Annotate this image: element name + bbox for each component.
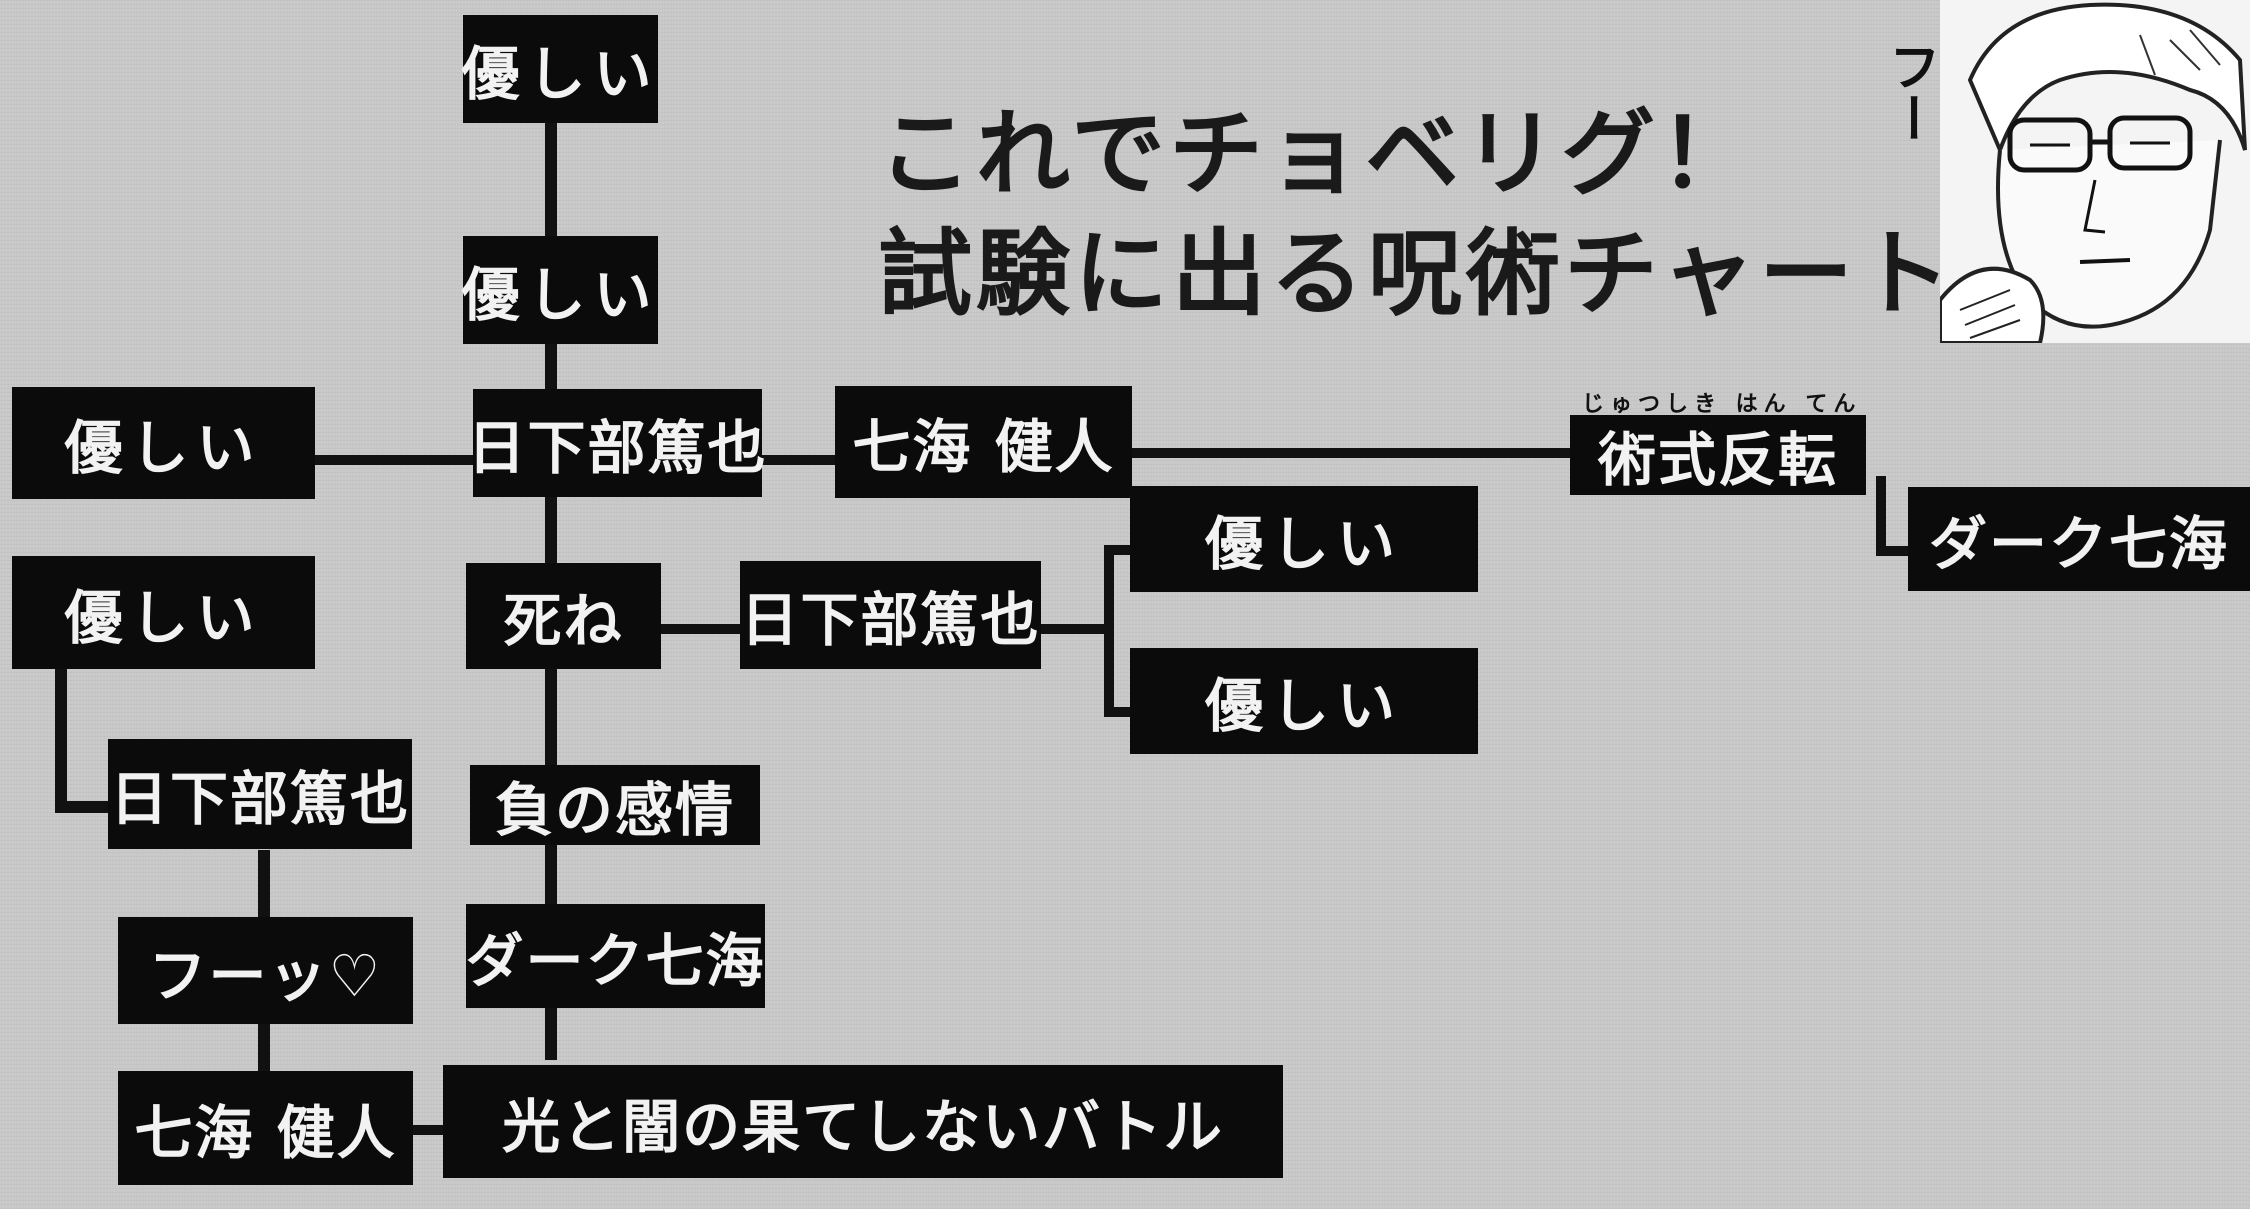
nanami-portrait-illustration — [1940, 0, 2250, 343]
connector-branch-top — [1104, 545, 1134, 555]
node-endless-battle: 光と闇の果てしないバトル — [443, 1065, 1283, 1178]
connector-center-to-nanami — [762, 455, 838, 465]
sigh-sfx: フー — [1879, 40, 1939, 144]
chart-title-line2: 試験に出る呪術チャート — [878, 220, 1956, 329]
connector-left-horizontal — [55, 801, 115, 813]
node-kind-right-1: 優しい — [1130, 486, 1478, 592]
node-kind-top-1: 優しい — [462, 15, 658, 123]
node-dark-nanami-right: ダーク七海 — [1908, 487, 2250, 591]
node-kind-right-2: 優しい — [1130, 648, 1478, 754]
connector-reverse-to-dark — [1876, 546, 1908, 556]
connector-reverse-down — [1876, 476, 1886, 556]
node-nanami-center: 七海 健人 — [835, 386, 1132, 498]
node-kusakabe-mid: 日下部篤也 — [740, 561, 1041, 669]
node-kusakabe-left: 日下部篤也 — [108, 739, 412, 849]
connector-left-to-center — [315, 455, 475, 465]
node-shine: 死ね — [466, 563, 661, 669]
connector-nanami-to-battle — [410, 1125, 445, 1135]
connector-branch-vertical — [1104, 545, 1114, 717]
connector-left-vertical — [55, 668, 67, 813]
chart-title-line1: これでチョベリグ！ — [878, 100, 1758, 209]
node-negative-emotion: 負の感情 — [470, 765, 760, 845]
connector-shine-to-kusakabe — [660, 624, 740, 634]
node-nanami-bottom: 七海 健人 — [118, 1071, 413, 1185]
connector-branch-bottom — [1104, 707, 1134, 717]
node-kind-top-2: 優しい — [462, 236, 658, 344]
node-kind-left-1: 優しい — [12, 387, 315, 499]
reverse-technique-ruby: じゅつしき はん てん — [1582, 392, 1862, 417]
connector-nanami-to-reverse — [1130, 448, 1570, 458]
node-dark-nanami-mid: ダーク七海 — [466, 904, 765, 1008]
node-kusakabe-center: 日下部篤也 — [468, 389, 766, 497]
connector-kusakabe-to-branch — [1040, 624, 1112, 634]
node-kind-left-2: 優しい — [12, 556, 315, 669]
node-reverse-technique: 術式反転 — [1570, 415, 1866, 495]
node-sigh: フーッ♡ — [118, 917, 413, 1024]
